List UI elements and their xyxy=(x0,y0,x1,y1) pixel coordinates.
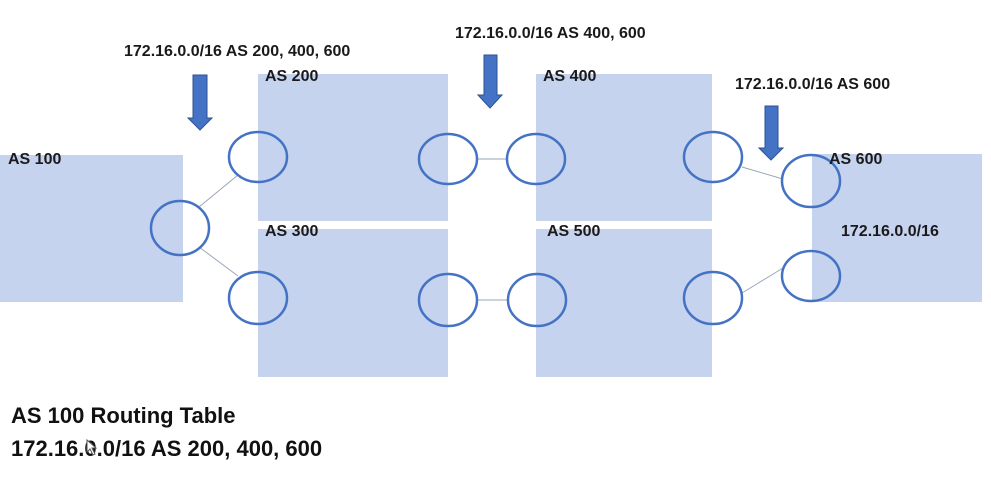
link-as400-as600 xyxy=(741,166,784,180)
router-as200-west xyxy=(227,130,289,184)
arrow-down-icon xyxy=(476,54,504,109)
router-as500-east xyxy=(682,270,744,326)
as100-box xyxy=(0,155,183,302)
router-as400-west xyxy=(505,132,567,186)
as200-box xyxy=(258,74,448,221)
as600-label: AS 600 xyxy=(829,151,882,168)
prefix-label: 172.16.0.0/16 xyxy=(841,223,939,240)
as300-label: AS 300 xyxy=(265,223,318,240)
as500-label: AS 500 xyxy=(547,223,600,240)
link-as500-as600 xyxy=(741,267,784,294)
router-as300-east xyxy=(417,272,479,328)
router-as500-west xyxy=(506,272,568,328)
mouse-cursor-icon xyxy=(86,438,98,456)
router-as200-east xyxy=(417,132,479,186)
advertisement-to-as100: 172.16.0.0/16 AS 200, 400, 600 xyxy=(124,43,350,60)
as200-label: AS 200 xyxy=(265,68,318,85)
router-as600-north xyxy=(780,153,842,209)
router-as600-south xyxy=(780,249,842,303)
link-as100-as200 xyxy=(198,174,239,208)
arrow-down-icon xyxy=(186,74,214,131)
as300-box xyxy=(258,229,448,377)
arrow-down-icon xyxy=(757,105,785,161)
routing-table-entry: 172.16.0.0/16 AS 200, 400, 600 xyxy=(11,436,322,461)
router-as400-east xyxy=(682,130,744,184)
advertisement-to-as400: 172.16.0.0/16 AS 600 xyxy=(735,76,890,93)
router-as100 xyxy=(149,199,211,257)
router-as300-west xyxy=(227,270,289,326)
as400-label: AS 400 xyxy=(543,68,596,85)
as400-box xyxy=(536,74,712,221)
link-as100-as300 xyxy=(198,246,239,277)
routing-table-title: AS 100 Routing Table xyxy=(11,403,236,428)
as100-label: AS 100 xyxy=(8,151,61,168)
advertisement-to-as200: 172.16.0.0/16 AS 400, 600 xyxy=(455,25,646,42)
